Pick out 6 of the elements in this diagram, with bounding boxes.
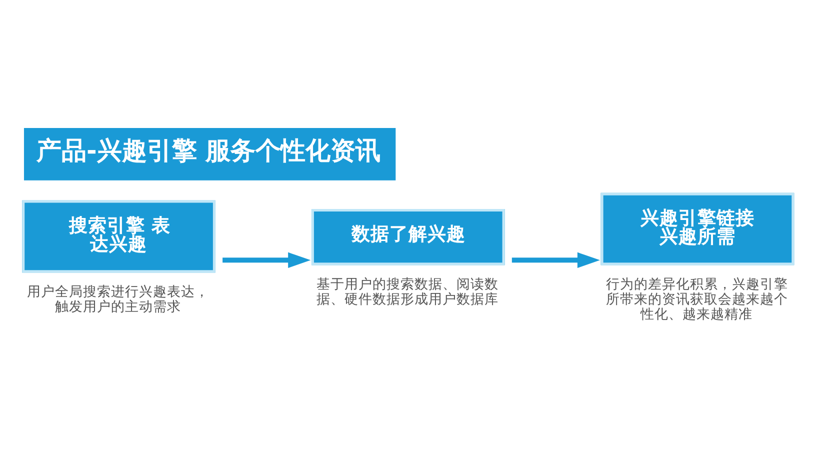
node-label: 行为的差异化积累，兴趣引擎所带来的资讯获取会越来越个性化、越来越精准: [606, 276, 788, 322]
arrow: [222, 252, 311, 268]
node-label: 用户全局搜索进行兴趣表达，触发用户的主动需求: [27, 284, 210, 315]
node-label: 基于用户的搜索数据、阅读数据、硬件数据形成用户数据库: [316, 276, 498, 308]
arrow: [512, 252, 600, 268]
diagram-title: 产品-兴趣引擎 服务个性化资讯: [36, 136, 381, 165]
